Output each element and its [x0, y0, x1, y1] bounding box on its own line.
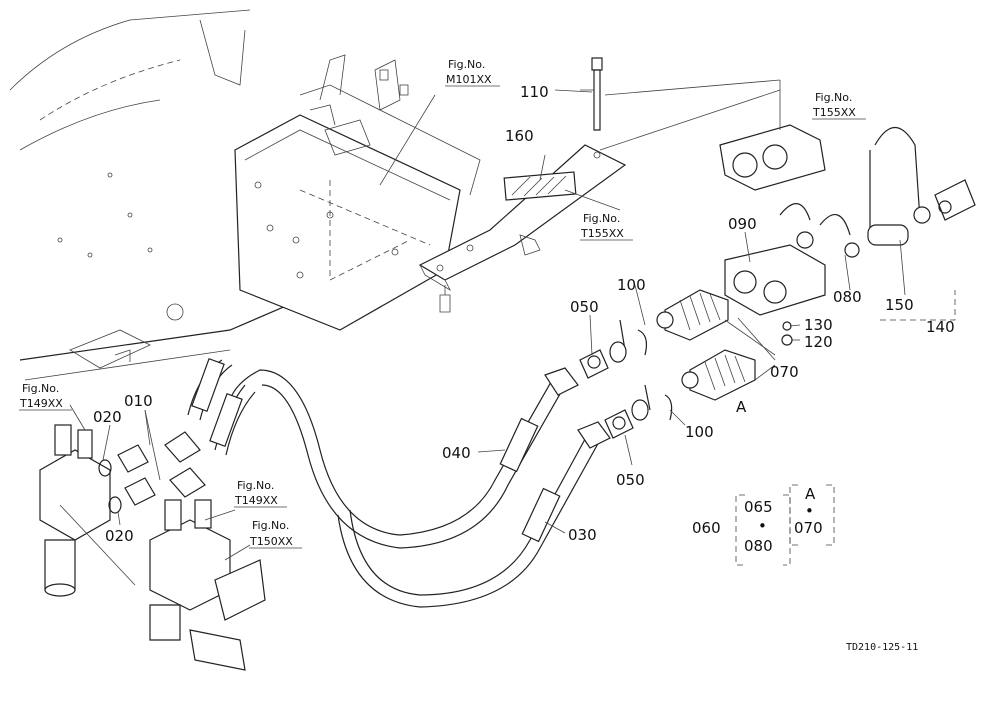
legend-060: 060 — [692, 519, 721, 537]
fig-ref-t149-left-line2: T149XX — [19, 397, 63, 410]
callout-070: 070 — [770, 363, 799, 381]
legend-065: 065 — [744, 498, 773, 516]
fig-ref-t155-upper-line2: T155XX — [812, 106, 856, 119]
fig-ref-t150-line2: T150XX — [249, 535, 293, 548]
fig-ref-t150-line1: Fig.No. — [252, 519, 289, 532]
callout-110: 110 — [520, 83, 549, 101]
fig-ref-t155-upper-line1: Fig.No. — [815, 91, 852, 104]
part-group-legend: 060 065 • 080 A • 070 — [692, 485, 823, 555]
figure-references: Fig.No. M101XX Fig.No. T155XX Fig.No. T1… — [19, 58, 866, 549]
fig-ref-t149-right-line2: T149XX — [234, 494, 278, 507]
fig-ref-m101-line1: Fig.No. — [448, 58, 485, 71]
callouts: 110 160 090 100 050 080 150 140 130 120 … — [93, 83, 955, 545]
callout-020-upper: 020 — [93, 408, 122, 426]
callout-050-upper: 050 — [570, 298, 599, 316]
fig-ref-t155-lower-line1: Fig.No. — [583, 212, 620, 225]
callout-100-lower: 100 — [685, 423, 714, 441]
bracket-assembly — [418, 57, 627, 313]
legend-brackets — [735, 484, 835, 566]
callout-020-lower: 020 — [105, 527, 134, 545]
callout-mark-a: A — [736, 398, 747, 416]
callout-100-upper: 100 — [617, 276, 646, 294]
callout-050-lower: 050 — [616, 471, 645, 489]
legend-a: A — [805, 485, 816, 503]
hoses — [164, 358, 611, 608]
legend-070: 070 — [794, 519, 823, 537]
legend-dot-right: • — [805, 502, 814, 520]
fig-ref-t155-lower-line2: T155XX — [580, 227, 624, 240]
legend-080: 080 — [744, 537, 773, 555]
callout-150: 150 — [885, 296, 914, 314]
legend-dot-left: • — [758, 517, 767, 535]
drawing-code: TD210-125-11 — [846, 642, 918, 653]
fig-ref-m101-line2: M101XX — [446, 73, 492, 86]
callout-010: 010 — [124, 392, 153, 410]
leader-lines — [69, 79, 956, 561]
callout-030: 030 — [568, 526, 597, 544]
callout-080: 080 — [833, 288, 862, 306]
upper-right-parts — [719, 124, 976, 258]
fig-ref-t149-left-line1: Fig.No. — [22, 382, 59, 395]
callout-040: 040 — [442, 444, 471, 462]
mounting-plate — [234, 54, 481, 331]
coupler-block — [656, 244, 826, 401]
callout-160: 160 — [505, 127, 534, 145]
fittings — [579, 319, 673, 439]
callout-140: 140 — [926, 318, 955, 336]
callout-120: 120 — [804, 333, 833, 351]
callout-090: 090 — [728, 215, 757, 233]
callout-130: 130 — [804, 316, 833, 334]
control-valves — [39, 424, 266, 671]
fig-ref-t149-right-line1: Fig.No. — [237, 479, 274, 492]
